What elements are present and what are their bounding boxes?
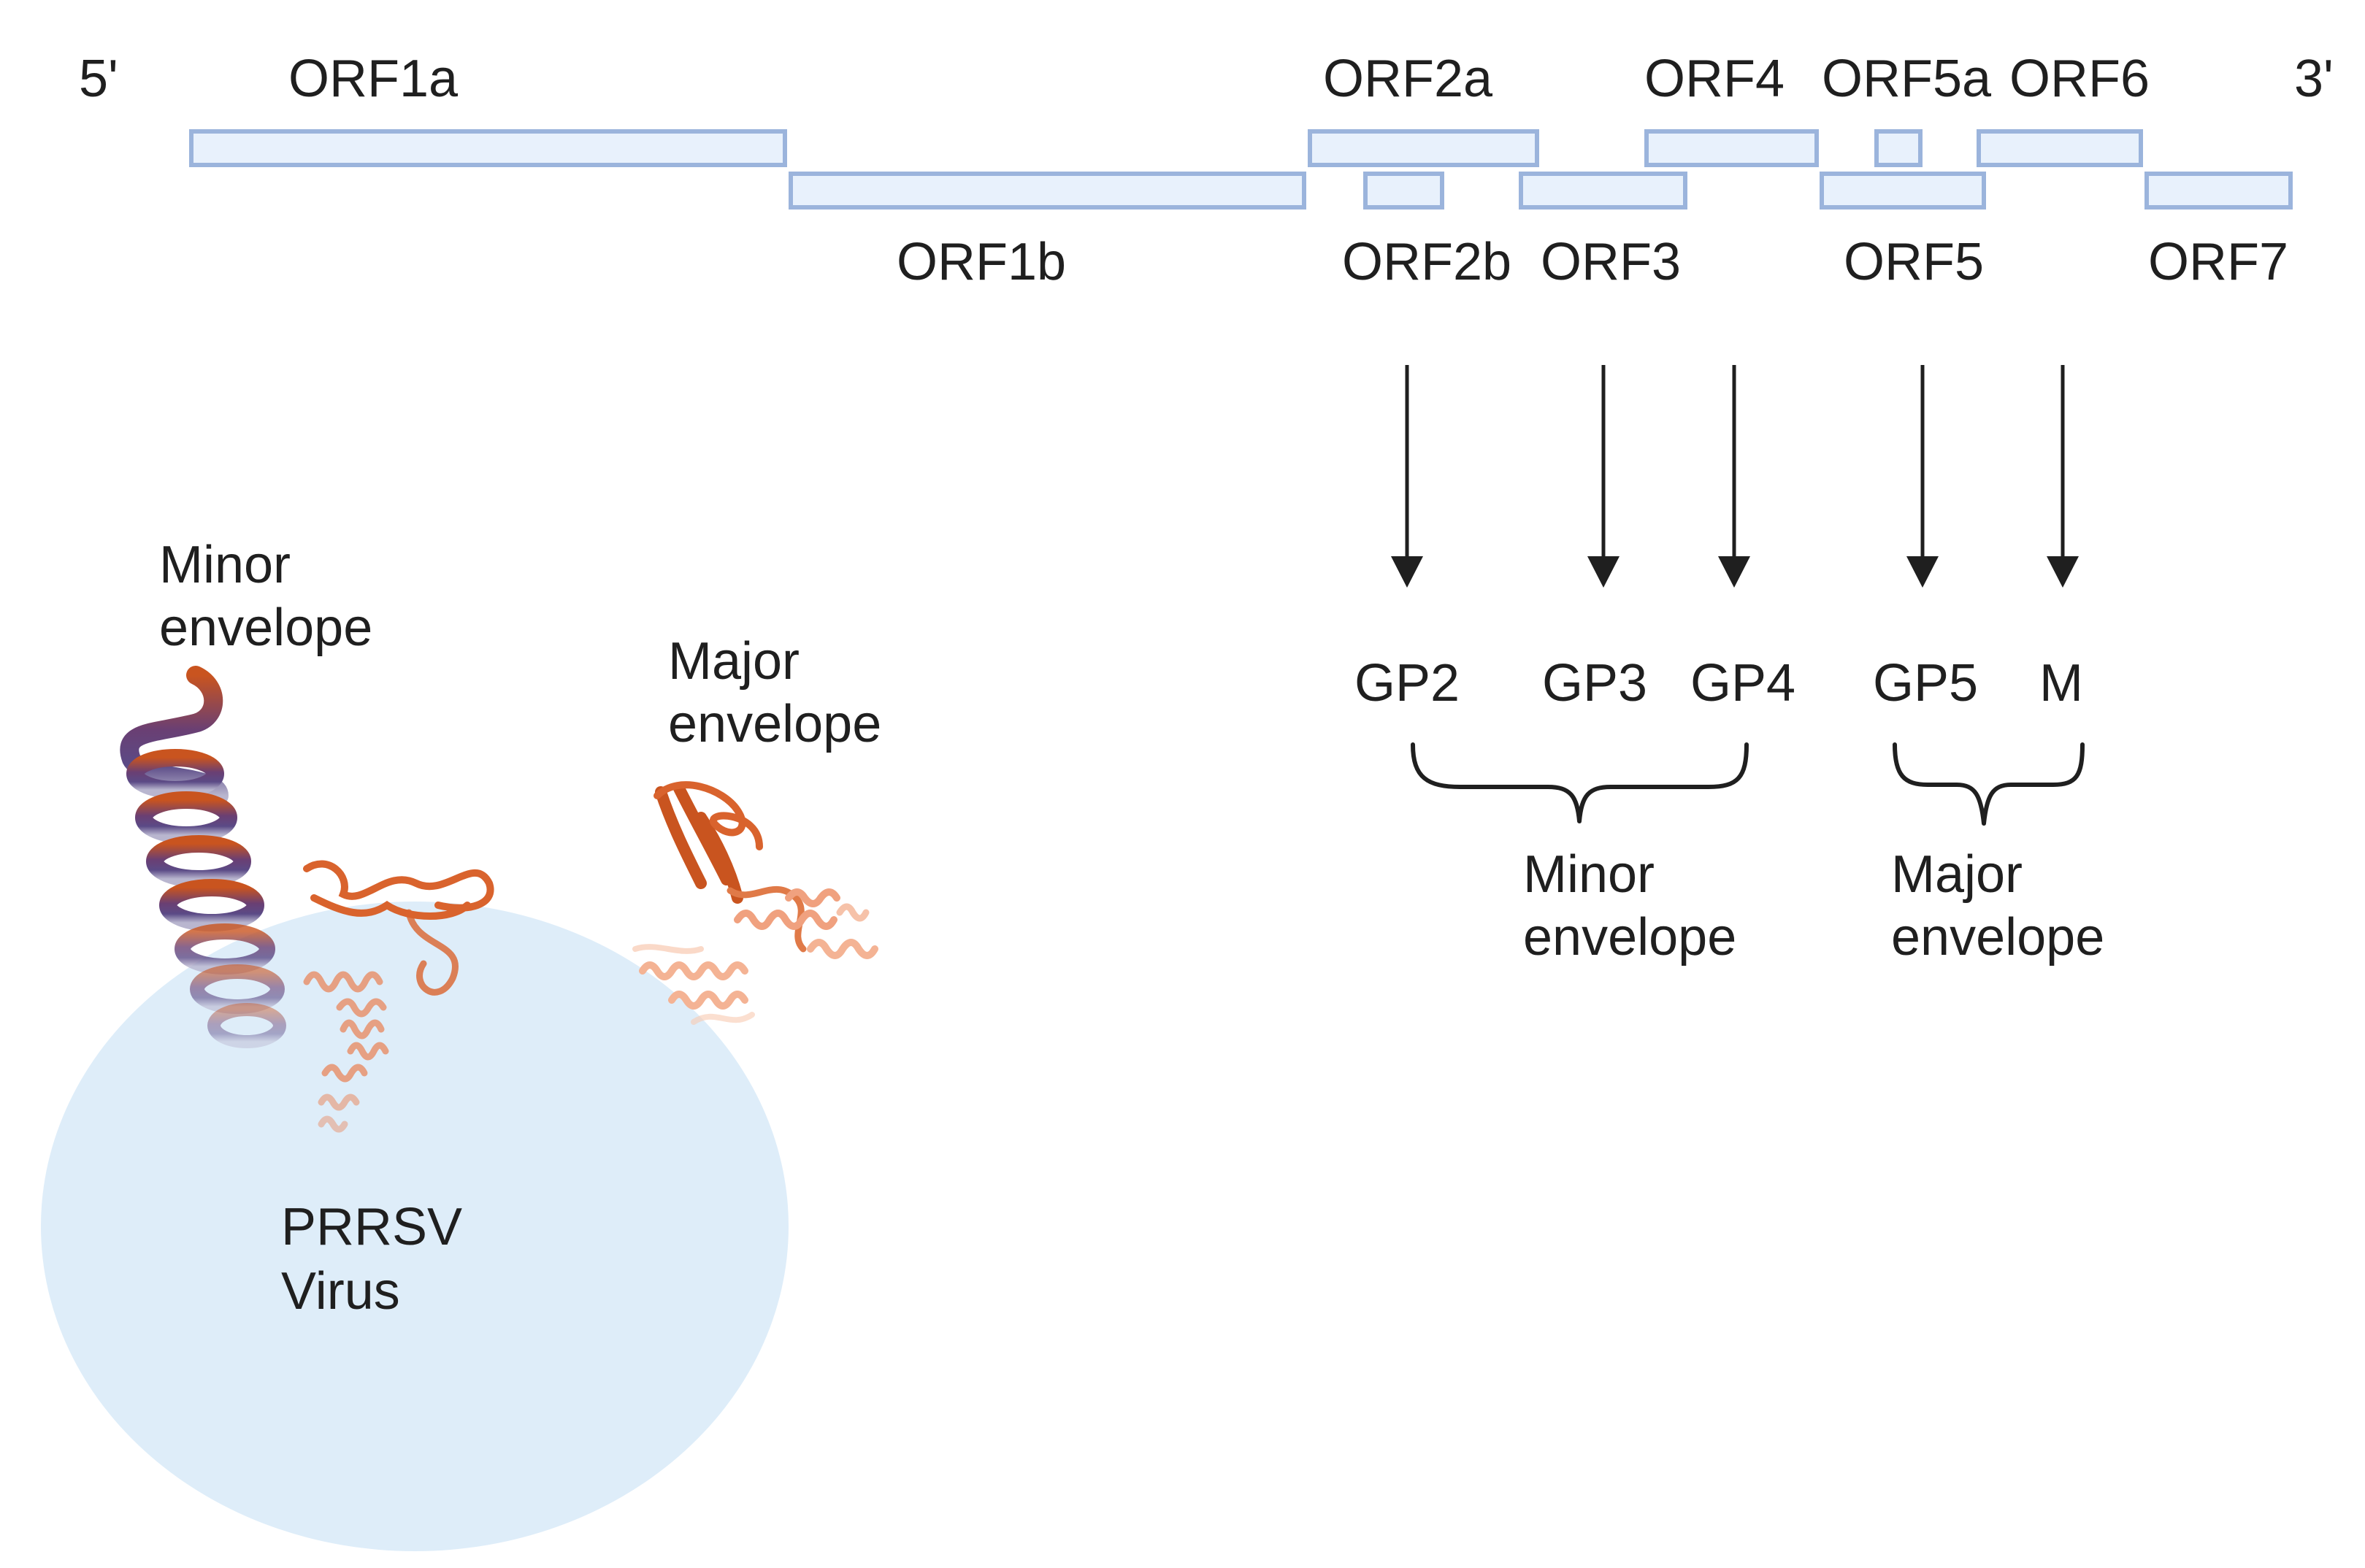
m-label: M — [2039, 654, 2083, 712]
arrow-gp2 — [1391, 365, 1423, 588]
arrow-gp3 — [1587, 365, 1620, 588]
minor-envelope-group-line1: Minor — [1523, 845, 1655, 904]
virus-illustration: Minor envelope Major envelope PRRSV Viru… — [41, 536, 881, 1551]
orf3-label: ORF3 — [1541, 233, 1681, 291]
orf6-box — [1977, 129, 2143, 167]
minor-envelope-virus-label-line1: Minor — [159, 536, 291, 594]
prrsv-label: PRRSV — [281, 1198, 462, 1256]
virus-particle — [41, 902, 789, 1551]
orf2a-box — [1308, 129, 1539, 167]
major-envelope-group-line2: envelope — [1891, 908, 2104, 966]
gp4-label: GP4 — [1690, 654, 1795, 712]
genome-track: 5' 3' ORF1a ORF2a ORF4 ORF5a ORF6 ORF1b … — [79, 50, 2334, 291]
protein-labels: GP2 GP3 GP4 GP5 M — [1354, 654, 2083, 712]
orf7-label: ORF7 — [2148, 233, 2288, 291]
arrow-gp4 — [1718, 365, 1750, 588]
arrow-m — [2047, 365, 2079, 588]
major-envelope-protein — [632, 781, 878, 1025]
orf4-box — [1644, 129, 1819, 167]
orf5-box — [1820, 172, 1986, 210]
major-envelope-virus-label-line1: Major — [668, 632, 800, 691]
minor-envelope-helix — [120, 666, 286, 1048]
gp3-label: GP3 — [1542, 654, 1647, 712]
minor-envelope-brace — [1411, 742, 1749, 823]
orf2b-box — [1363, 172, 1444, 210]
orf7-box — [2144, 172, 2293, 210]
minor-envelope-loops — [303, 860, 494, 996]
orf2a-label: ORF2a — [1323, 50, 1493, 108]
major-envelope-virus-label-line2: envelope — [668, 695, 881, 753]
orf2b-label: ORF2b — [1342, 233, 1511, 291]
orf4-label: ORF4 — [1644, 50, 1785, 108]
major-envelope-brace — [1893, 742, 2085, 826]
orf3-box — [1519, 172, 1687, 210]
orf5-label: ORF5 — [1844, 233, 1984, 291]
virus-label: Virus — [281, 1262, 400, 1321]
three-prime-label: 3' — [2294, 50, 2334, 108]
gp5-label: GP5 — [1873, 654, 1978, 712]
gp2-label: GP2 — [1354, 654, 1460, 712]
orf5a-box — [1874, 129, 1923, 167]
major-envelope-group-line1: Major — [1891, 845, 2023, 904]
orf1b-label: ORF1b — [897, 233, 1066, 291]
minor-envelope-coils — [303, 971, 389, 1133]
minor-envelope-group-line2: envelope — [1523, 908, 1736, 966]
five-prime-label: 5' — [79, 50, 118, 108]
translation-arrows — [1391, 365, 2079, 588]
minor-envelope-virus-label-line2: envelope — [159, 599, 372, 657]
orf1a-label: ORF1a — [288, 50, 459, 108]
orf1a-box — [189, 129, 787, 167]
orf6-label: ORF6 — [2009, 50, 2150, 108]
orf1b-box — [789, 172, 1306, 210]
orf5a-label: ORF5a — [1822, 50, 1992, 108]
arrow-gp5 — [1906, 365, 1939, 588]
